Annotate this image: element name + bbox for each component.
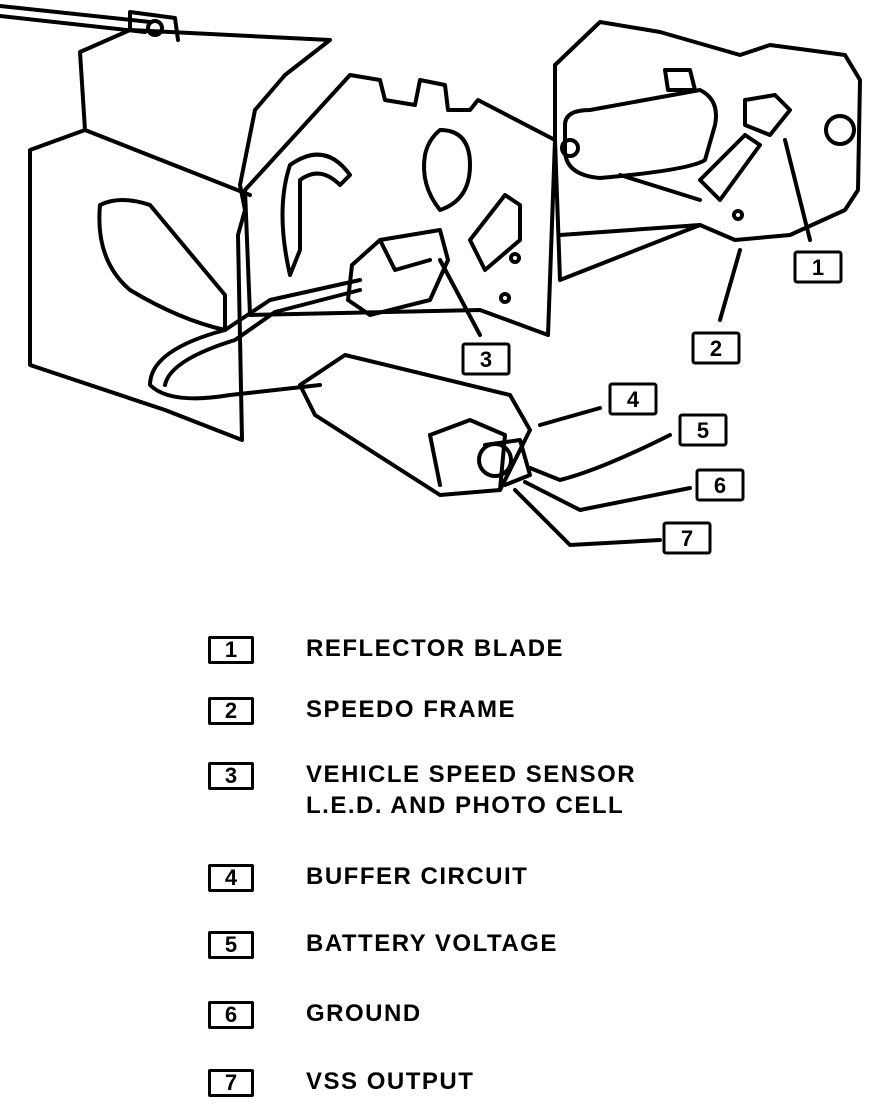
callout-1: 1 bbox=[793, 250, 843, 284]
callout-6-number: 6 bbox=[714, 473, 726, 498]
legend-number: 2 bbox=[208, 697, 254, 725]
top-cable bbox=[0, 4, 152, 24]
speedometer-assembly-diagram: 1 2 3 4 5 6 7 bbox=[0, 4, 862, 555]
legend-item-ground: 6 GROUND bbox=[208, 1000, 422, 1029]
legend-label: VSS OUTPUT bbox=[306, 1068, 475, 1095]
callout-5-number: 5 bbox=[697, 418, 709, 443]
callout-2-number: 2 bbox=[710, 336, 722, 361]
leader-6 bbox=[523, 480, 692, 512]
legend-label: SPEEDO FRAME bbox=[306, 696, 517, 723]
callout-2: 2 bbox=[691, 331, 741, 365]
speed-sensor-connector bbox=[346, 228, 450, 317]
callout-4-number: 4 bbox=[627, 387, 640, 412]
callout-5: 5 bbox=[678, 413, 728, 447]
leader-3 bbox=[438, 258, 482, 337]
leader-2 bbox=[718, 248, 742, 322]
legend-label: BATTERY VOLTAGE bbox=[306, 930, 558, 957]
leader-4 bbox=[538, 406, 602, 427]
legend-item-battery-voltage: 5 BATTERY VOLTAGE bbox=[208, 930, 558, 959]
legend-label: GROUND bbox=[306, 1000, 422, 1027]
legend-label: REFLECTOR BLADE bbox=[306, 635, 565, 662]
legend-number: 7 bbox=[208, 1069, 254, 1097]
legend-item-vss-output: 7 VSS OUTPUT bbox=[208, 1068, 475, 1097]
legend-number: 6 bbox=[208, 1001, 254, 1029]
legend-label: VEHICLE SPEED SENSOR L.E.D. AND PHOTO CE… bbox=[306, 761, 637, 819]
callout-3-number: 3 bbox=[480, 347, 492, 372]
left-housing bbox=[28, 28, 332, 442]
legend-number: 4 bbox=[208, 864, 254, 892]
legend-item-reflector-blade: 1 REFLECTOR BLADE bbox=[208, 635, 565, 664]
legend-number: 3 bbox=[208, 762, 254, 790]
callout-7: 7 bbox=[662, 521, 712, 555]
callout-6: 6 bbox=[695, 468, 745, 502]
buffer-circuit-module bbox=[298, 353, 532, 497]
callout-4: 4 bbox=[608, 382, 658, 416]
middle-plate bbox=[243, 73, 557, 337]
leader-7 bbox=[513, 488, 662, 547]
callout-7-number: 7 bbox=[681, 526, 693, 551]
legend-number: 1 bbox=[208, 636, 254, 664]
leader-1 bbox=[783, 138, 812, 242]
speedo-frame bbox=[553, 20, 862, 282]
callout-3: 3 bbox=[461, 342, 511, 376]
sensor-wires bbox=[148, 278, 362, 401]
legend-item-buffer-circuit: 4 BUFFER CIRCUIT bbox=[208, 863, 529, 892]
legend-label: BUFFER CIRCUIT bbox=[306, 863, 529, 890]
legend-item-speedo-frame: 2 SPEEDO FRAME bbox=[208, 696, 517, 725]
legend-item-vehicle-speed-sensor: 3 VEHICLE SPEED SENSOR L.E.D. AND PHOTO … bbox=[208, 761, 637, 821]
callout-1-number: 1 bbox=[812, 255, 824, 280]
legend-number: 5 bbox=[208, 931, 254, 959]
leader-5 bbox=[528, 433, 672, 482]
